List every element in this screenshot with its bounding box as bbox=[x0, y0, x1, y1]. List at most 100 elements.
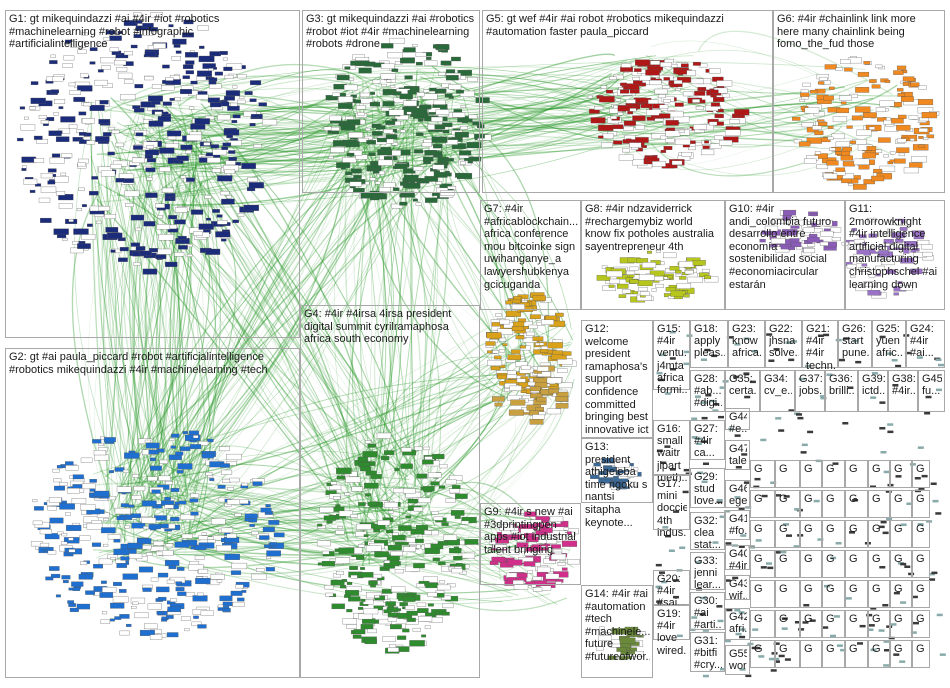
node bbox=[716, 80, 733, 87]
group-box-small: G bbox=[800, 490, 822, 518]
node bbox=[49, 60, 58, 65]
node bbox=[546, 377, 562, 384]
group-box-small: G bbox=[845, 550, 868, 578]
node bbox=[840, 155, 853, 161]
node bbox=[650, 60, 661, 65]
node bbox=[110, 249, 116, 253]
node bbox=[89, 191, 99, 196]
node bbox=[529, 419, 544, 425]
node bbox=[370, 91, 376, 95]
node bbox=[330, 146, 345, 153]
node bbox=[45, 117, 55, 122]
node bbox=[158, 234, 174, 241]
node bbox=[620, 89, 630, 94]
node bbox=[58, 106, 64, 110]
node bbox=[827, 136, 834, 140]
edge bbox=[418, 531, 572, 567]
node bbox=[225, 90, 241, 97]
node bbox=[253, 144, 262, 148]
node bbox=[165, 77, 174, 81]
edge bbox=[343, 121, 402, 485]
edge bbox=[380, 65, 618, 111]
node bbox=[517, 318, 527, 323]
group-label-small: G bbox=[849, 493, 858, 505]
group-label-g14: G14: #4ir #ai #automation #tech #machine… bbox=[585, 588, 650, 663]
edge bbox=[136, 96, 606, 171]
node bbox=[262, 526, 275, 532]
node bbox=[535, 406, 544, 411]
node bbox=[827, 125, 834, 129]
group-label-small: G bbox=[804, 643, 813, 655]
group-label-small: G bbox=[804, 463, 813, 475]
node bbox=[871, 84, 881, 89]
node bbox=[181, 533, 193, 539]
edge bbox=[128, 181, 156, 517]
node bbox=[22, 165, 27, 169]
group-label-g18: G18: apply pleas... bbox=[694, 323, 725, 360]
node bbox=[633, 80, 643, 85]
node bbox=[621, 63, 632, 68]
node bbox=[144, 76, 154, 81]
edge bbox=[440, 332, 575, 554]
group-box-small: G bbox=[822, 520, 845, 548]
node bbox=[403, 100, 417, 107]
node bbox=[936, 613, 943, 617]
node bbox=[55, 136, 70, 142]
node bbox=[433, 172, 448, 178]
node bbox=[115, 178, 125, 183]
group-label-small: G bbox=[849, 523, 858, 535]
node bbox=[203, 142, 211, 146]
edge bbox=[110, 321, 497, 532]
node bbox=[78, 187, 85, 191]
group-box-g36: G36: brilli... bbox=[825, 370, 858, 412]
node bbox=[50, 54, 56, 58]
node bbox=[350, 60, 362, 66]
node bbox=[520, 365, 531, 370]
group-box-g55: G55: wor... bbox=[725, 645, 750, 675]
edge bbox=[697, 30, 893, 96]
group-box-small: G bbox=[750, 490, 775, 518]
node bbox=[457, 173, 473, 180]
group-box-small: G bbox=[890, 610, 912, 638]
edge bbox=[205, 113, 391, 150]
node bbox=[921, 112, 938, 119]
node bbox=[507, 370, 517, 375]
group-label-small: G bbox=[894, 463, 903, 475]
edge bbox=[190, 482, 406, 524]
node bbox=[98, 119, 111, 125]
edge bbox=[362, 79, 408, 500]
node bbox=[68, 82, 76, 87]
node bbox=[659, 104, 669, 109]
node bbox=[466, 142, 482, 149]
node bbox=[377, 159, 393, 166]
node bbox=[629, 142, 642, 148]
node bbox=[142, 587, 152, 592]
group-label-small: G bbox=[916, 613, 925, 625]
group-box-g2: G2: gt #ai paula_piccard #robot #artific… bbox=[5, 348, 300, 678]
edge bbox=[107, 184, 135, 525]
node bbox=[918, 136, 924, 139]
node bbox=[649, 80, 662, 86]
node bbox=[249, 98, 257, 102]
node bbox=[442, 129, 450, 134]
node bbox=[106, 30, 116, 35]
group-box-small: G bbox=[822, 490, 845, 518]
node bbox=[214, 71, 223, 76]
edge bbox=[173, 130, 373, 561]
node bbox=[836, 107, 850, 114]
node bbox=[658, 113, 671, 119]
node bbox=[629, 108, 637, 112]
node bbox=[660, 62, 672, 68]
node bbox=[135, 227, 142, 232]
node bbox=[125, 203, 134, 207]
edge bbox=[101, 105, 127, 541]
edge bbox=[111, 124, 201, 468]
node bbox=[174, 252, 185, 257]
group-box-g35: G35: certa... bbox=[725, 370, 760, 412]
group-label-small: G bbox=[804, 553, 813, 565]
node bbox=[386, 79, 392, 83]
node bbox=[191, 621, 202, 627]
edge bbox=[341, 345, 501, 466]
node bbox=[460, 105, 466, 108]
group-box-g38: G38: #4ir... bbox=[888, 370, 918, 412]
